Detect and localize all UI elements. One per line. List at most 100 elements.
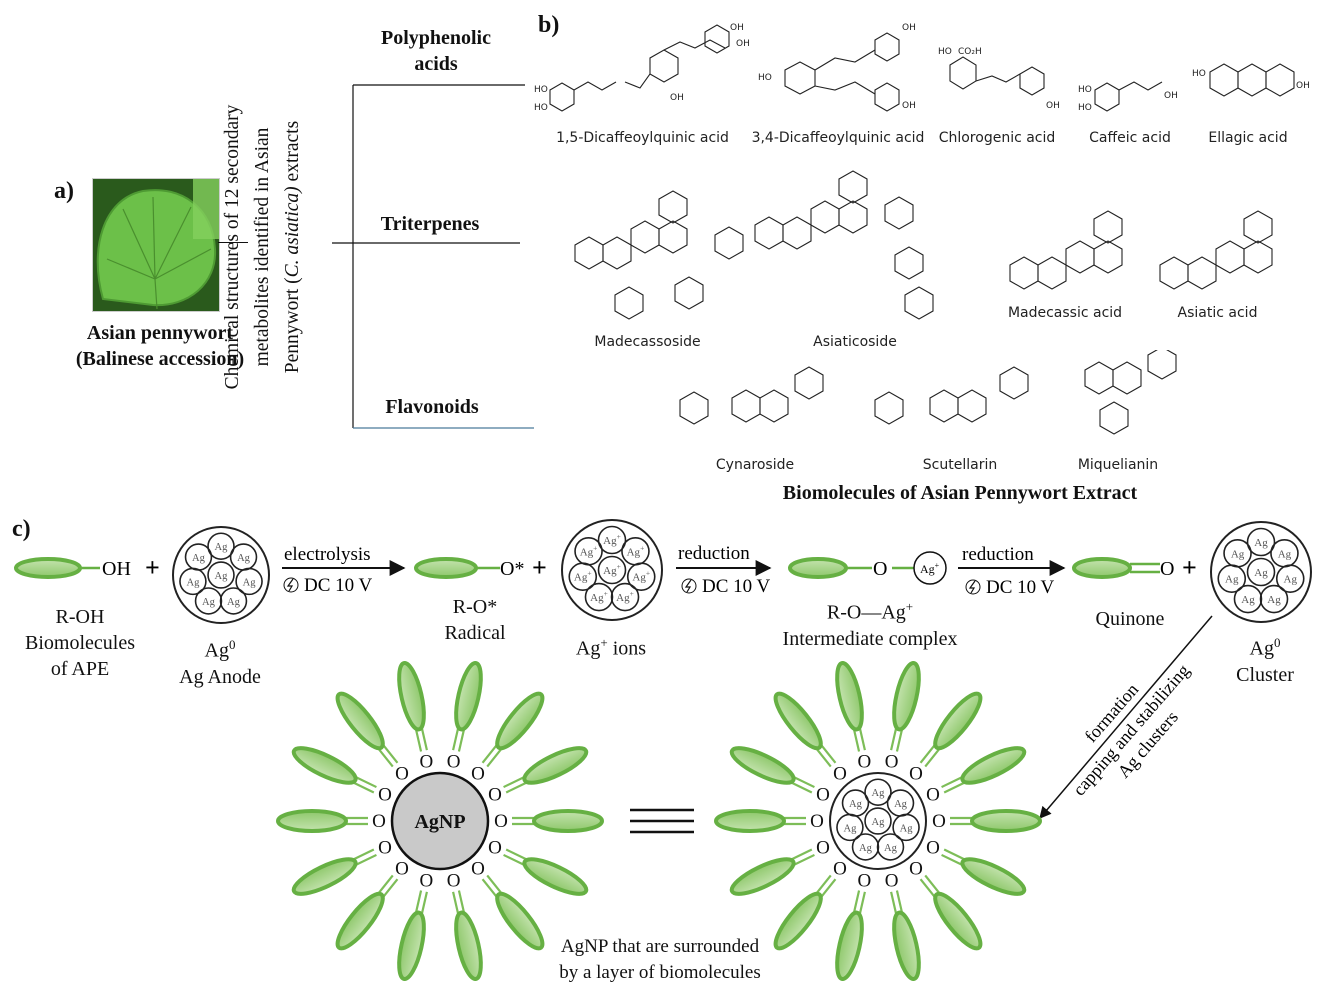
ag-atom-label: Ag [243, 577, 257, 588]
vertical-caption-line: metabolites identified in Asian [252, 127, 273, 367]
double-bond-line [481, 878, 499, 899]
ag-atom-circle [610, 582, 640, 612]
atom-label: HO [758, 73, 772, 83]
ag-symbol: Ag [575, 637, 601, 660]
ag-atom-label: Ag [872, 788, 886, 799]
atom-label: OH [736, 39, 750, 49]
shell-oxygen: O [471, 763, 485, 784]
biomolecule-shape [276, 809, 348, 833]
ag-atom-circle [1275, 564, 1305, 593]
ag-atom-circle [184, 543, 213, 571]
shell-oxygen: O [816, 785, 830, 806]
ag-anode-label: Ag0 Ag Anode [160, 632, 280, 690]
ag-atom-label: Ag [859, 843, 873, 854]
plant-accession: (Balinese accession) [75, 348, 245, 370]
atom-label: OH [670, 93, 684, 103]
shell-oxygen: O [833, 763, 847, 784]
label-text: R-O—Ag [826, 601, 906, 624]
double-bond-line [852, 727, 861, 752]
shell-oxygen: O [833, 859, 847, 880]
shell-oxygen: O [420, 870, 434, 891]
double-bond-line [414, 890, 423, 915]
benzene-ring [1019, 66, 1045, 96]
double-bond-line [354, 775, 377, 789]
ag-atom-circle [194, 587, 223, 615]
compound-name: Asiatic acid [1177, 305, 1258, 321]
arrow-label-above: reduction [678, 543, 750, 564]
ag-ions-cluster: Ag+Ag+Ag+Ag+Ag+Ag+Ag+Ag+ [561, 519, 663, 621]
double-bond-line [895, 727, 904, 752]
category-bracket [332, 84, 534, 429]
compound-name: Miquelianin [1077, 457, 1159, 473]
biomolecule-shape [522, 857, 589, 896]
shell-oxygen: O [447, 752, 461, 773]
label-line: R-OH [55, 606, 105, 628]
compound-name: Ellagic acid [1208, 130, 1288, 146]
shell-oxygen: O [932, 811, 946, 832]
shell-oxygen: O [395, 859, 409, 880]
caption-text: extracts [282, 120, 303, 187]
biomolecule-shape [729, 857, 796, 896]
ag-symbol: Ag [1249, 637, 1274, 660]
panel-b-label: b) [538, 12, 560, 38]
label-line: of APE [50, 658, 110, 680]
double-bond-line [505, 781, 529, 794]
ag-atom-label: Ag [849, 799, 863, 810]
shell-oxygen: O [926, 785, 940, 806]
double-bond-line [858, 891, 866, 916]
double-bond-line [381, 743, 399, 764]
biomolecule-shape [14, 557, 82, 579]
benzene-ring [1265, 63, 1295, 97]
ag-ion-circle [913, 551, 947, 585]
compound-name: Caffeic acid [1089, 130, 1171, 146]
double-bond-line [505, 848, 529, 861]
atom-label: OH [1296, 81, 1310, 91]
atom-label: HO [1078, 103, 1092, 113]
compound-name: Chlorogenic acid [938, 130, 1056, 146]
shell-oxygen: O [471, 859, 485, 880]
double-bond-line [924, 874, 942, 895]
ag-atom-circle [1246, 527, 1276, 557]
ag-atom-circle [892, 813, 920, 842]
caption-line: AgNP that are surrounded [560, 936, 760, 957]
formation-arrow [1039, 615, 1213, 819]
superscript: + [905, 599, 914, 614]
ag-ion-label: Ag+ [920, 561, 940, 576]
formation-arrow-labels: formation capping and stabilizing Ag clu… [1069, 660, 1194, 799]
category-triterpenes: Triterpenes [380, 213, 480, 235]
label-line: Ag0 [160, 632, 280, 664]
biomolecule-shape [397, 910, 426, 982]
atom-label: HO [1192, 69, 1206, 79]
biomolecule-shape [892, 910, 921, 982]
biomolecule-shape [933, 691, 983, 751]
ag-atom-label: Ag [1225, 574, 1239, 586]
ag-atom-circle [597, 525, 627, 555]
reactant-roh-label: R-OH Biomolecules of APE [10, 604, 150, 682]
ag-atom-label: Ag+ [603, 562, 621, 577]
ag-atom-label: Ag+ [616, 589, 634, 604]
shell-oxygen: O [858, 870, 872, 891]
plant-name: Asian pennywort [86, 322, 234, 344]
biomolecule-shape [788, 557, 848, 579]
ag-atom-label: Ag [843, 823, 857, 834]
cyclohexane-ring [784, 61, 816, 95]
vertical-caption-line: Pennywort (C. asiatica) extracts [278, 77, 308, 417]
label-line: Radical [444, 622, 506, 644]
arrow-label-below: DC 10 V [702, 576, 771, 597]
biomolecule-shape [522, 746, 589, 785]
compound-name: Cynaroside [715, 457, 795, 473]
vertical-caption-line: Chemical structures of 12 secondary [222, 104, 243, 390]
ag-atom-label: Ag+ [590, 589, 608, 604]
shell-oxygen: O [488, 837, 502, 858]
benzene-ring [549, 82, 575, 112]
double-bond-line [351, 781, 375, 794]
panel-c-label: c) [12, 516, 31, 542]
radical-label: R-O* Radical [420, 594, 530, 646]
double-bond-line [858, 726, 866, 751]
biomolecule-shape [729, 746, 796, 785]
atom-label: OH [730, 23, 744, 33]
arrow-label-below: DC 10 V [304, 575, 373, 596]
double-bond-line [486, 747, 504, 768]
